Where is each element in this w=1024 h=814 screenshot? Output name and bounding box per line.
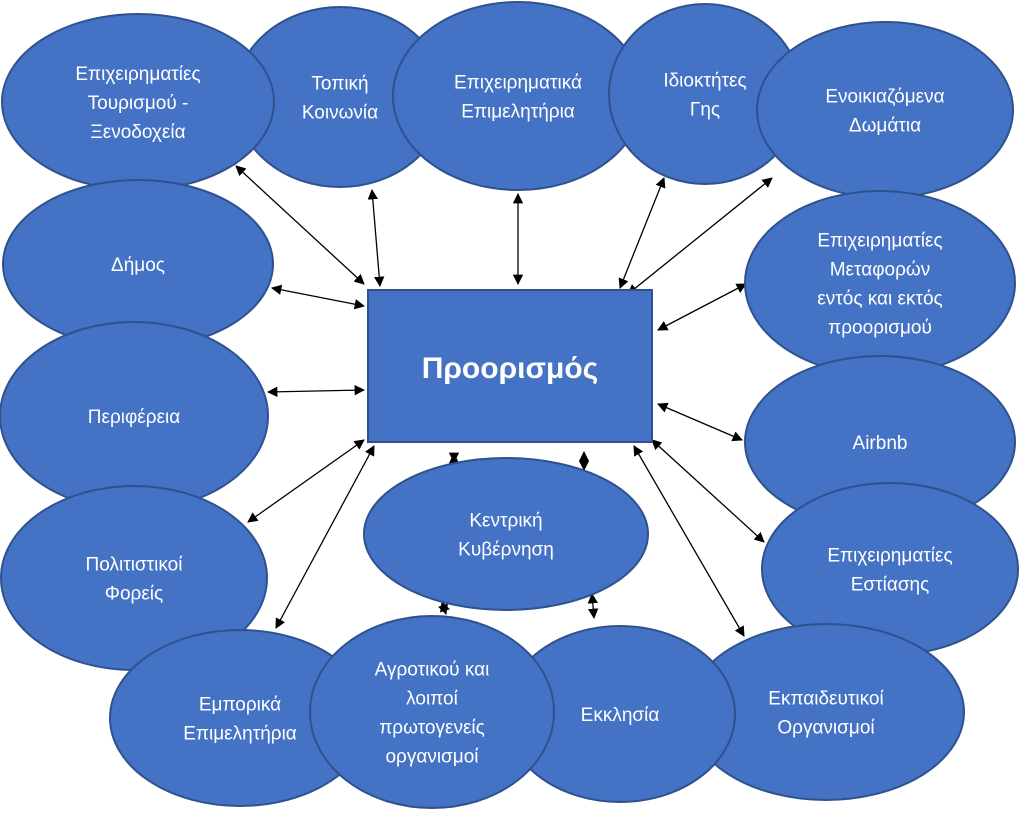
node-label-line: Οργανισμοί (777, 718, 875, 739)
node-label-line: λοιποί (406, 689, 458, 710)
node-shape (309, 615, 555, 809)
node-label-line: οργανισμοί (385, 747, 479, 768)
connector-arrow (587, 592, 599, 620)
node-label-line: Ενοικιαζόμενα (825, 87, 944, 108)
node-label-line: Εστίασης (851, 575, 930, 596)
node-label-line: Περιφέρεια (88, 407, 181, 428)
node-label-line: Τουρισμού - (88, 93, 189, 114)
node-label-line: Επιχειρηματίες (75, 64, 200, 85)
connector-arrow (270, 284, 366, 310)
node-label-line: Επιχειρηματικά (454, 73, 582, 94)
node-label-line: Ξενοδοχεία (90, 122, 185, 143)
connector-arrow (235, 165, 365, 285)
node-label-line: Κοινωνία (302, 103, 378, 124)
node-municipality: Δήμος (2, 179, 274, 349)
node-label-line: προορισμού (828, 318, 932, 339)
node-label-line: Δωμάτια (849, 116, 921, 137)
node-label-line: Μεταφορών (830, 260, 931, 281)
node-region: Περιφέρεια (0, 321, 269, 511)
connector-arrow (627, 177, 773, 295)
node-label-line: Επιμελητήρια (461, 102, 575, 123)
node-label-line: Φορείς (105, 584, 163, 605)
node-label-line: Εκκλησία (581, 705, 660, 726)
node-label-line: Εμπορικά (199, 695, 281, 716)
center-node-label: Προορισμός (422, 352, 599, 385)
node-label-line: Κυβέρνηση (458, 540, 554, 561)
node-label-line: Γης (690, 100, 720, 121)
node-shape (756, 21, 1014, 199)
connector-arrow (438, 601, 450, 615)
connector-arrow (247, 439, 365, 523)
node-shape (363, 457, 649, 611)
node-label-line: Τοπική (311, 74, 368, 95)
node-label-line: Δήμος (111, 255, 165, 276)
connector-arrow (266, 384, 366, 398)
node-shape (392, 1, 644, 191)
connector-arrow (275, 445, 375, 629)
node-label-line: Εκπαιδευτικοί (768, 689, 884, 710)
node-label-line: Αγροτικού και (375, 660, 490, 681)
node-airbnb: Airbnb (744, 355, 1016, 529)
connector-arrow (657, 283, 747, 331)
node-label-line: Airbnb (853, 433, 908, 454)
connector-arrow (657, 402, 743, 442)
node-agricultural-organizations: Αγροτικού και λοιποί πρωτογενείς οργανισμοί (309, 615, 555, 809)
connector-layer (235, 165, 773, 637)
connector-arrow (633, 445, 745, 637)
node-label-line: Επιχειρηματίες (817, 231, 942, 252)
connector-arrow (618, 177, 666, 289)
center-node-destination: Προορισμός (367, 289, 653, 443)
node-church: Εκκλησία (504, 625, 736, 803)
connector-arrow (367, 188, 385, 288)
node-label-line: Επιμελητήρια (183, 724, 297, 745)
node-label-line: Επιχειρηματίες (827, 546, 952, 567)
node-shape (744, 190, 1016, 376)
node-label-line: Κεντρική (469, 511, 542, 532)
node-label-line: Πολιτιστικοί (86, 555, 184, 576)
node-label-line: εντός και εκτός (817, 289, 942, 310)
node-label-line: πρωτογενείς (379, 718, 485, 739)
node-label-line: Ιδιοκτήτες (663, 71, 746, 92)
